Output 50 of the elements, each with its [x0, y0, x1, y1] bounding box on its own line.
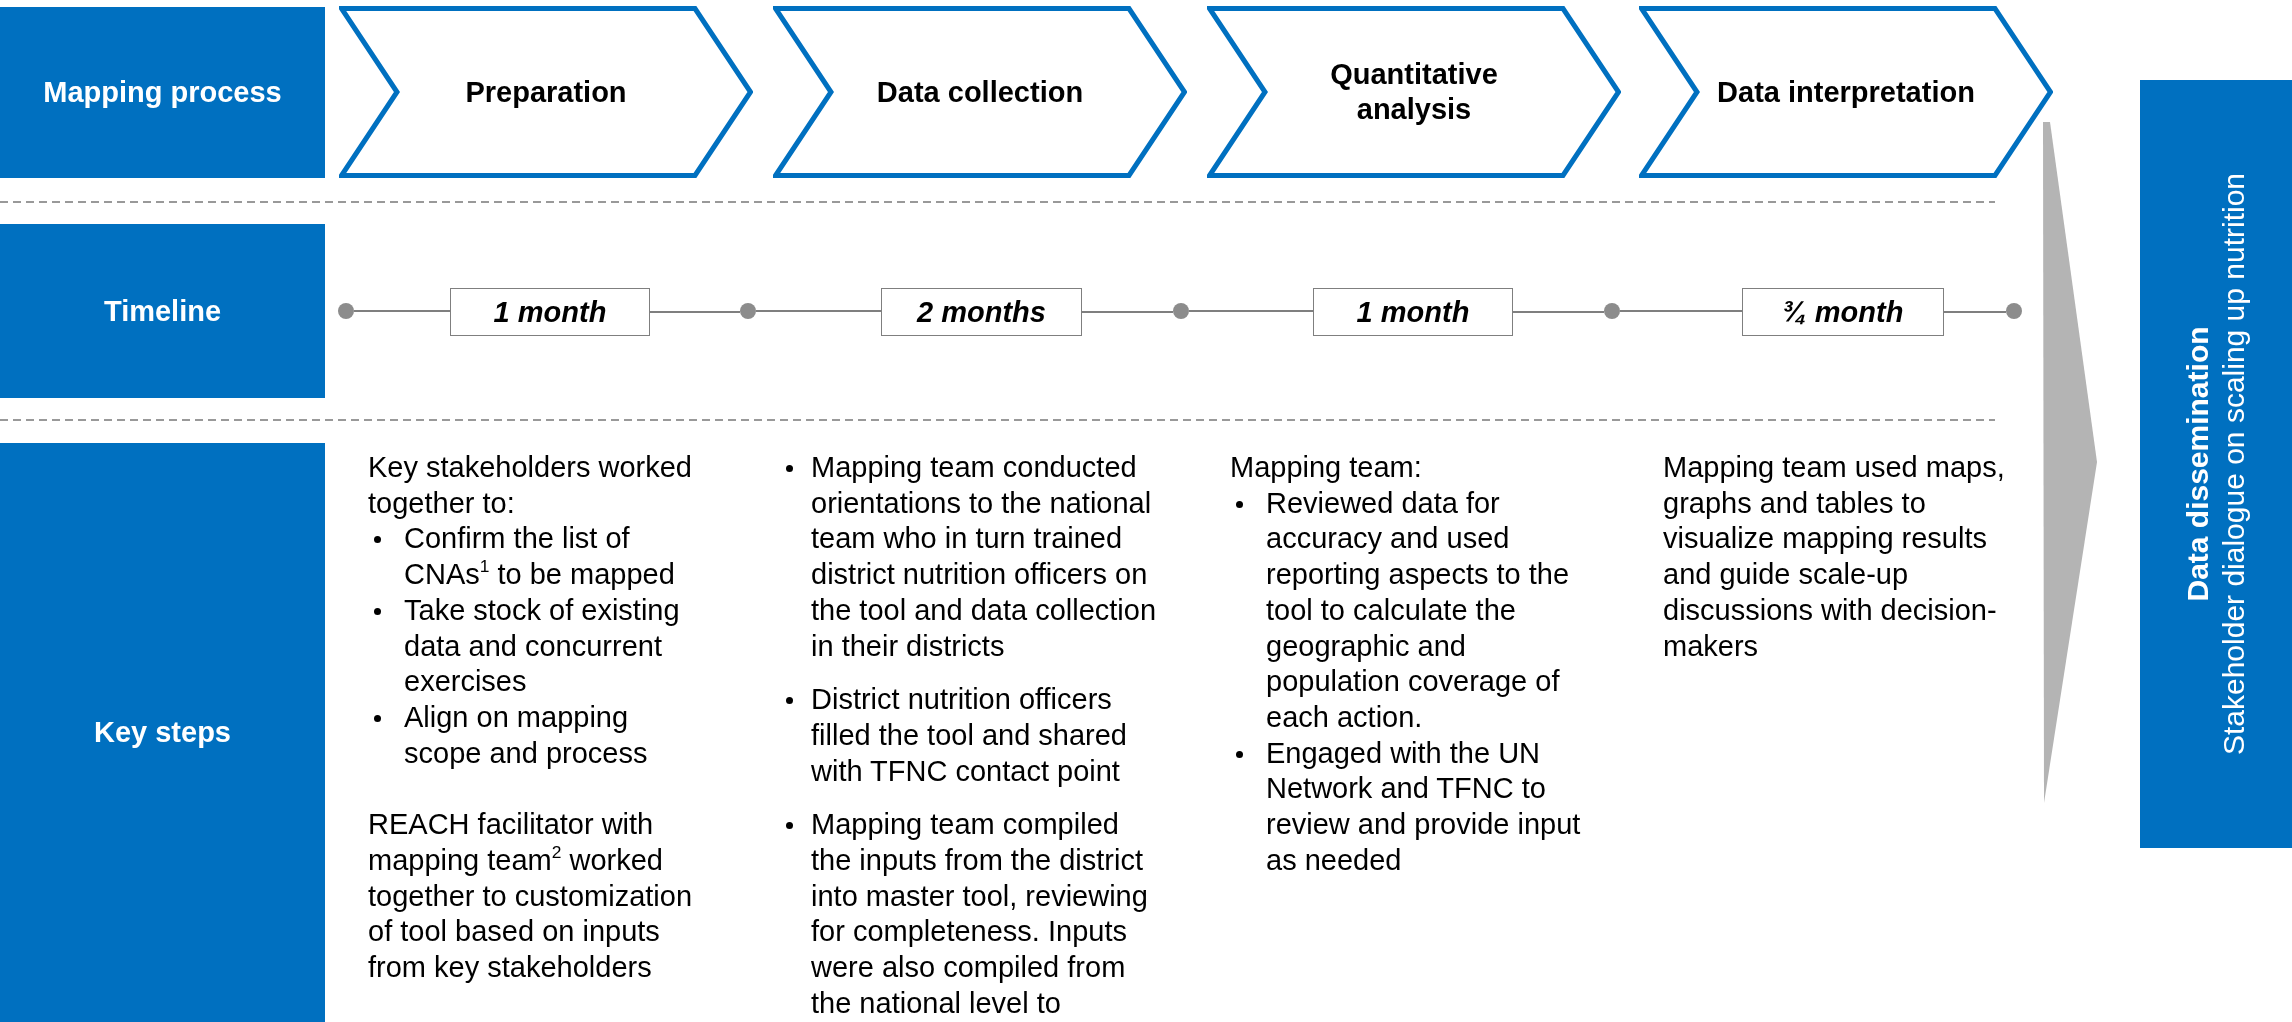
step-text: Take stock of existing data and concurrent exercises [404, 592, 681, 700]
panel-title: Data dissemination [2180, 326, 2215, 602]
process-step [1639, 6, 2053, 178]
duration-text: 2 months [917, 295, 1046, 329]
timeline-line [755, 310, 882, 312]
timeline-line [1081, 311, 1174, 313]
process-step [1207, 6, 1621, 178]
timeline-line [353, 310, 451, 312]
step-text: Align on mapping scope and process [404, 699, 649, 771]
duration-box [1742, 288, 1944, 336]
outcome-panel [2140, 80, 2292, 848]
panel-subtitle: Stakeholder dialogue on scaling up nutrition [2216, 172, 2251, 756]
duration-text: ¾ month [1782, 295, 1904, 329]
step-text: Reviewed data for accuracy and used reporting aspects to the tool to calculate the geographic and population coverage of each action. [1266, 485, 1571, 735]
step-text: Mapping team used maps, graphs and tables to visualize mapping results and guide scale-up discussions with decision-makers [1663, 450, 2006, 664]
timeline-dot [338, 303, 354, 319]
row-title: Mapping process [43, 76, 282, 109]
duration-text: 1 month [493, 295, 607, 329]
step-text: Mapping team conducted orientations to the national team who in turn trained district nutrition officers on the tool and data collection in their districts [811, 450, 1158, 664]
timeline-dot [740, 303, 756, 319]
step-text: Key stakeholders worked together to: [368, 450, 693, 521]
step-title: Preparation [465, 74, 627, 110]
row-header [0, 7, 325, 178]
step-text: Confirm the list of CNAs$^{1}$ to be mapped [404, 521, 676, 593]
timeline-line [1512, 311, 1605, 313]
row-title: Timeline [103, 294, 222, 328]
row-header [0, 443, 325, 1022]
step-text: REACH facilitator with mapping team$^{2}$ worked together to customization of tool based on inputs from key stakeholders [368, 807, 693, 986]
timeline-dot [1604, 303, 1620, 319]
timeline-line [649, 311, 741, 313]
step-text: Mapping team compiled the inputs from the district into master tool, reviewing for completeness. Inputs were also compiled from the national level to [811, 807, 1149, 1021]
row-title: Key steps [94, 716, 231, 749]
step-text: District nutrition officers filled the tool and shared with TFNC contact point [811, 682, 1128, 789]
duration-box [881, 288, 1082, 336]
step-title: Data interpretation [1717, 74, 1975, 110]
process-step [773, 6, 1187, 178]
duration-box [1313, 288, 1513, 336]
step-title: Quantitative analysis [1329, 57, 1499, 127]
row-header [0, 224, 325, 398]
timeline-line [1619, 310, 1743, 312]
step-title: Data collection [876, 74, 1084, 110]
timeline-dot [1173, 303, 1189, 319]
step-text: Mapping team: [1230, 450, 1423, 485]
duration-box [450, 288, 650, 336]
step-text: Engaged with the UN Network and TFNC to review and provide input as needed [1266, 735, 1582, 878]
process-step [339, 6, 753, 178]
timeline-line [1943, 311, 2007, 313]
timeline-dot [2006, 303, 2022, 319]
timeline-line [1188, 310, 1314, 312]
duration-text: 1 month [1356, 295, 1470, 329]
